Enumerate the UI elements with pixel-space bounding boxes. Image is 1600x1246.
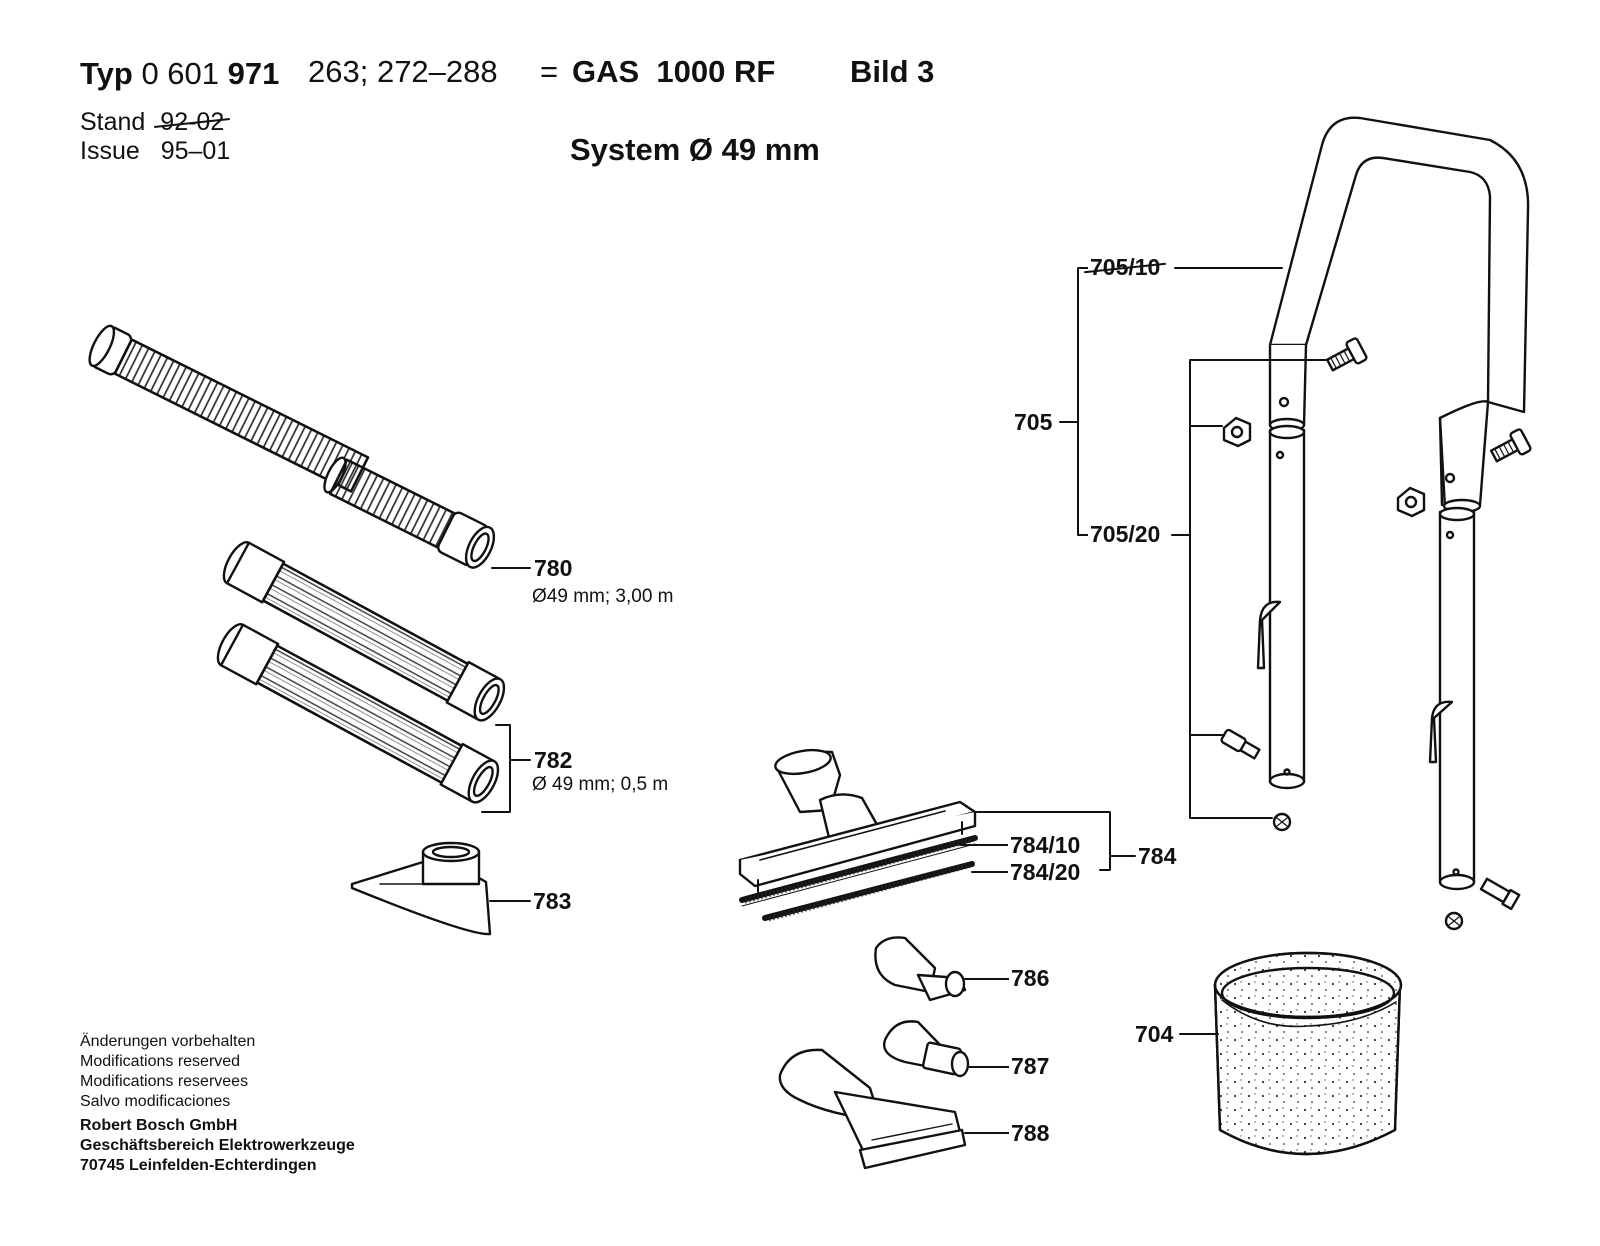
- typ-variants: 263; 272–288: [308, 54, 498, 89]
- part-784-10-number: 784/10: [1008, 832, 1083, 858]
- footer-line-fr: Modifications reservees: [80, 1073, 249, 1090]
- filter-704-drawing: [1179, 951, 1403, 1156]
- part-782-spec: Ø 49 mm; 0,5 m: [532, 774, 669, 795]
- floor-tool-784-drawing: [738, 748, 1136, 922]
- part-780-number: 780: [532, 555, 575, 581]
- stand-row: Stand 92-02: [80, 110, 224, 135]
- part-787-number: 787: [1009, 1053, 1052, 1079]
- nozzle-788-drawing: [778, 1048, 1011, 1170]
- issue-value: 95–01: [160, 137, 231, 165]
- typ-prefix: 0 601: [141, 56, 220, 91]
- part-782-number: 782: [532, 747, 575, 773]
- part-705-number: 705: [1012, 409, 1055, 435]
- nozzle-786-drawing: [874, 936, 1011, 1002]
- footer-line-de: Änderungen vorbehalten: [80, 1033, 256, 1050]
- handle-705-drawing: [1059, 116, 1532, 931]
- system-diameter: System Ø 49 mm: [570, 132, 820, 167]
- hose-780-drawing: [88, 324, 531, 569]
- footer-notes: Änderungen vorbehalten Modifications res…: [80, 1032, 355, 1176]
- model-name: GAS 1000 RF: [572, 54, 776, 89]
- typ-word: Typ: [80, 56, 133, 91]
- footer-company: Robert Bosch GmbH: [80, 1117, 238, 1134]
- issue-label: Issue: [80, 137, 140, 165]
- part-780-spec: Ø49 mm; 3,00 m: [532, 586, 674, 607]
- issue-row: Issue 95–01: [80, 139, 230, 164]
- part-784-number: 784: [1136, 843, 1179, 869]
- part-704-number: 704: [1133, 1021, 1176, 1047]
- header-type-line: Typ 0 601 971: [80, 58, 279, 89]
- figure-label: Bild 3: [850, 54, 935, 89]
- footer-division: Geschäftsbereich Elektrowerkzeuge: [80, 1137, 355, 1154]
- tubes-782-drawing: [216, 541, 531, 813]
- typ-number: 971: [227, 56, 280, 91]
- part-705-10-text: 705/10: [1090, 254, 1161, 280]
- part-705-10-number: 705/10: [1088, 254, 1163, 280]
- footer-line-en: Modifications reserved: [80, 1053, 241, 1070]
- part-705-20-number: 705/20: [1088, 521, 1163, 547]
- part-783-number: 783: [531, 888, 574, 914]
- nozzle-787-drawing: [883, 1020, 1011, 1078]
- stand-value-struck: 92-02: [160, 108, 225, 136]
- footer-address: 70745 Leinfelden-Echterdingen: [80, 1157, 317, 1174]
- nozzle-783-drawing: [350, 841, 531, 936]
- footer-line-es: Salvo modificaciones: [80, 1093, 231, 1110]
- part-788-number: 788: [1009, 1120, 1052, 1146]
- part-786-number: 786: [1009, 965, 1052, 991]
- part-784-20-number: 784/20: [1008, 859, 1083, 885]
- stand-label: Stand: [80, 108, 146, 136]
- equals-sign: =: [540, 54, 559, 89]
